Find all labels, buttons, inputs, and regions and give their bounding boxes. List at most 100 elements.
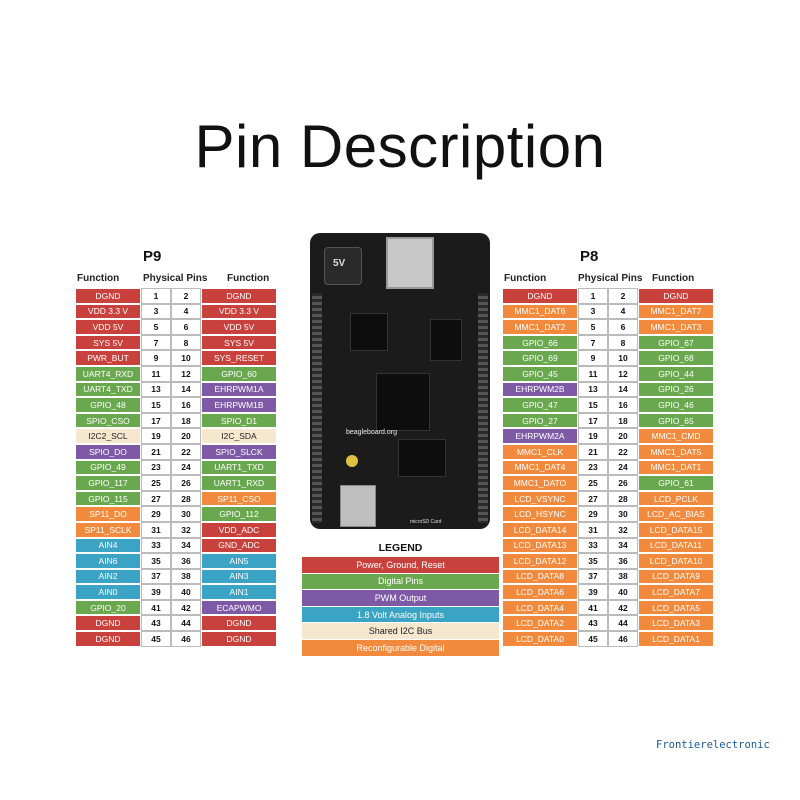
pin-number-odd: 11	[141, 365, 171, 382]
pin-number-even: 32	[608, 521, 638, 538]
pin-number-odd: 29	[578, 506, 608, 522]
function-cell-right: VDD 3.3 V	[201, 303, 277, 320]
function-cell-left: GPIO_20	[75, 599, 141, 616]
legend-title: LEGEND	[378, 542, 423, 554]
pin-number-even: 44	[171, 615, 201, 632]
pin-number-odd: 39	[578, 584, 608, 600]
function-cell-right: AIN5	[201, 553, 277, 569]
pin-number-odd: 27	[141, 490, 171, 507]
function-cell-right: LCD_AC_BIAS	[638, 506, 714, 522]
pin-number-even: 26	[171, 475, 201, 491]
function-cell-right: MMC1_DAT1	[638, 459, 714, 476]
function-cell-right: MMC1_DAT7	[638, 303, 714, 320]
pin-number-odd: 45	[141, 631, 171, 647]
pin-number-odd: 1	[141, 288, 171, 304]
function-cell-left: GPIO_115	[75, 490, 141, 507]
function-cell-left: MMC1_DAT2	[502, 319, 578, 335]
pin-number-even: 30	[608, 506, 638, 522]
pmic-chip	[430, 319, 462, 361]
processor-chip	[376, 373, 430, 431]
pin-number-even: 40	[608, 584, 638, 600]
pin-number-even: 4	[608, 303, 638, 320]
function-cell-right: LCD_DATA11	[638, 537, 714, 554]
pin-number-even: 16	[171, 397, 201, 413]
pin-number-even: 20	[171, 428, 201, 444]
pin-number-even: 14	[608, 381, 638, 398]
pin-number-odd: 29	[141, 506, 171, 522]
pin-number-odd: 41	[141, 599, 171, 616]
function-cell-left: SP11_SCLK	[75, 521, 141, 538]
function-cell-left: DGND	[75, 288, 141, 304]
function-cell-right: LCD_DATA7	[638, 584, 714, 600]
function-cell-left: AIN4	[75, 537, 141, 554]
function-cell-left: LCD_DATA14	[502, 521, 578, 538]
function-cell-right: SP11_CSO	[201, 490, 277, 507]
pin-number-odd: 17	[578, 412, 608, 429]
legend-item-5: Shared I2C Bus	[302, 623, 499, 640]
function-cell-left: MMC1_DAT4	[502, 459, 578, 476]
pin-number-odd: 1	[578, 288, 608, 304]
function-cell-right: EHRPWM1B	[201, 397, 277, 413]
function-cell-right: VDD_ADC	[201, 521, 277, 538]
pin-number-odd: 23	[141, 459, 171, 476]
function-cell-left: UART4_RXD	[75, 365, 141, 382]
function-cell-right: GPIO_46	[638, 397, 714, 413]
function-cell-left: AIN0	[75, 584, 141, 600]
legend-item-4: 1.8 Volt Analog Inputs	[302, 606, 499, 624]
pin-number-even: 38	[608, 568, 638, 585]
legend-item-1: Power, Ground, Reset	[302, 557, 499, 574]
emmc-chip	[398, 439, 446, 477]
usb-port	[340, 485, 376, 527]
pin-number-even: 38	[171, 568, 201, 585]
function-cell-left: LCD_DATA12	[502, 553, 578, 569]
function-cell-left: LCD_VSYNC	[502, 490, 578, 507]
function-cell-right: GPIO_61	[638, 475, 714, 491]
pin-number-even: 40	[171, 584, 201, 600]
board-logo-text: beagleboard.org	[346, 429, 397, 436]
function-cell-right: MMC1_DAT5	[638, 443, 714, 460]
pin-number-even: 8	[608, 334, 638, 351]
p8-port-label: P8	[580, 248, 599, 265]
function-cell-right: GPIO_68	[638, 350, 714, 366]
p8-function-header-right: Function	[652, 273, 695, 284]
function-cell-left: EHRPWM2A	[502, 428, 578, 444]
function-cell-left: LCD_DATA0	[502, 631, 578, 647]
pin-number-odd: 7	[578, 334, 608, 351]
pin-number-even: 28	[608, 490, 638, 507]
function-cell-left: PWR_BUT	[75, 350, 141, 366]
function-cell-right: GPIO_67	[638, 334, 714, 351]
pin-number-odd: 11	[578, 365, 608, 382]
function-cell-left: MMC1_CLK	[502, 443, 578, 460]
pin-number-odd: 5	[578, 319, 608, 335]
page-title: Pin Description	[194, 113, 606, 180]
p8-header: P8 Function Physical Pins Function	[502, 228, 731, 288]
pin-number-odd: 13	[141, 381, 171, 398]
function-cell-right: AIN1	[201, 584, 277, 600]
pin-number-even: 46	[171, 631, 201, 647]
power-jack: 5V	[324, 247, 362, 285]
pin-number-even: 8	[171, 334, 201, 351]
pin-number-even: 22	[608, 443, 638, 460]
function-cell-right: LCD_DATA15	[638, 521, 714, 538]
pin-number-odd: 21	[141, 443, 171, 460]
function-cell-right: GPIO_60	[201, 365, 277, 382]
